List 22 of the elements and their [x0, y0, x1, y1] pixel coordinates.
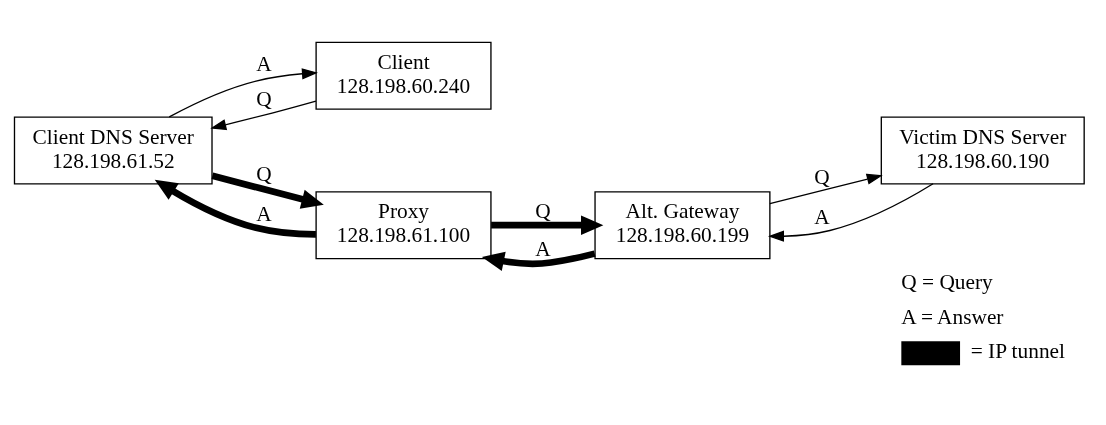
- legend-label: = IP tunnel: [970, 339, 1065, 364]
- arrow: [768, 183, 934, 242]
- edge-label: A: [256, 201, 272, 226]
- arrow: [211, 172, 324, 209]
- node-box: Client 128.198.60.240: [315, 41, 492, 110]
- node-box: Proxy 128.198.61.100: [315, 191, 492, 260]
- node-box: Victim DNS Server 128.198.60.190: [880, 116, 1085, 185]
- edge-label: A: [256, 52, 272, 77]
- label: Q = Query: [901, 269, 993, 294]
- edge-label: A: [814, 204, 830, 229]
- edge-label: Q: [535, 199, 551, 224]
- edge-label: A: [535, 236, 551, 261]
- edge-label: Q: [256, 87, 272, 112]
- edge-label: Q: [814, 164, 830, 189]
- edge-label: Q: [256, 161, 272, 186]
- arrow: [769, 173, 883, 205]
- arrow: [168, 68, 318, 118]
- node-box: Client DNS Server 128.198.61.52: [13, 116, 213, 185]
- arrow: [481, 250, 596, 271]
- node-box: Alt. Gateway 128.198.60.199: [594, 191, 771, 260]
- label: A = Answer: [901, 304, 1004, 329]
- arrow: [210, 100, 317, 131]
